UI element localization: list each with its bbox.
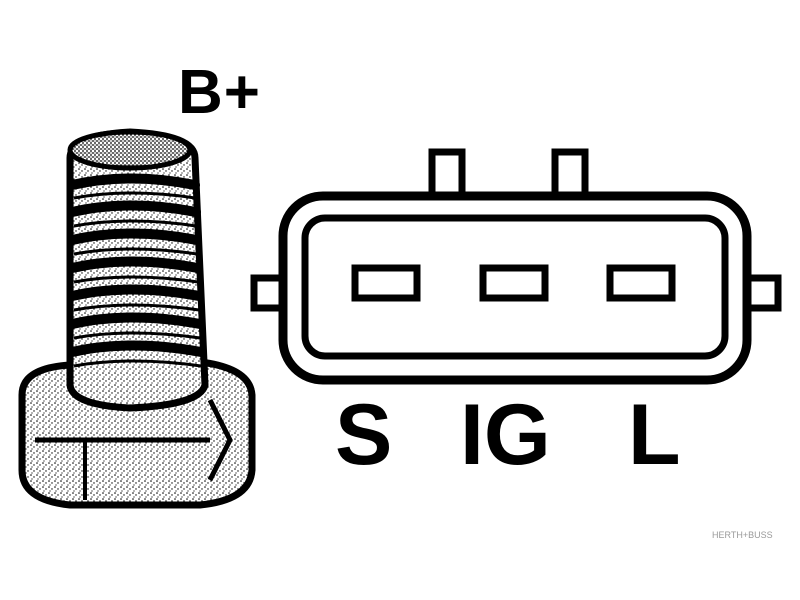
pin-slot-l <box>606 264 676 302</box>
label-pin-ig: IG <box>460 387 551 483</box>
label-pin-s: S <box>335 387 393 483</box>
label-pin-l: L <box>628 387 681 483</box>
threaded-bolt-terminal-icon <box>18 128 256 509</box>
watermark: HERTH+BUSS <box>712 530 773 540</box>
pin-slot-s <box>351 264 421 302</box>
pin-slot-ig <box>479 264 549 302</box>
three-pin-plug-connector-icon <box>250 148 782 385</box>
label-battery-terminal: B+ <box>178 58 261 127</box>
